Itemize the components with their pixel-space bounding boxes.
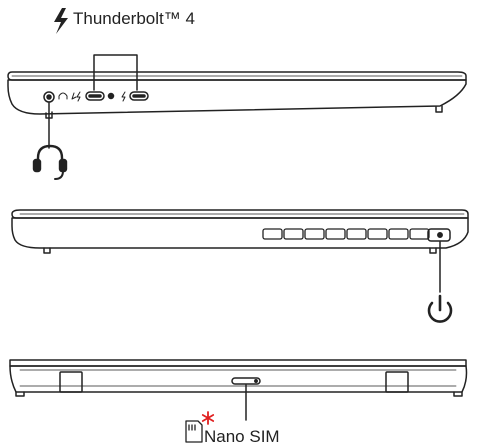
- nano-sim-slot: [231, 377, 261, 385]
- red-asterisk: [201, 411, 215, 425]
- headset-icon: [32, 144, 68, 180]
- nano-sim-label: Nano SIM: [204, 427, 280, 446]
- laptop-rear-view: [9, 359, 468, 397]
- thunderbolt-leader-line: [93, 54, 138, 91]
- power-icon: [427, 294, 453, 323]
- laptop-left-side-view: [7, 71, 467, 119]
- sim-card-icon: [185, 420, 203, 443]
- rear-hinge-left: [59, 371, 83, 393]
- thunderbolt-label: Thunderbolt™ 4: [73, 9, 195, 28]
- thunderbolt-icon: [54, 8, 68, 34]
- status-light: [107, 92, 115, 100]
- audio-jack: [43, 91, 55, 103]
- usb-c-port-1: [85, 91, 105, 101]
- usb-c-port-2: [129, 91, 149, 101]
- power-button: [427, 228, 451, 242]
- vent-grille: [262, 228, 430, 240]
- laptop-right-side-view: [11, 209, 469, 254]
- rear-hinge-right: [385, 371, 409, 393]
- usb-c-port-2-icon: [121, 91, 126, 102]
- usb-c-port-1-icons: [71, 91, 81, 102]
- headset-port-icon: [58, 92, 68, 100]
